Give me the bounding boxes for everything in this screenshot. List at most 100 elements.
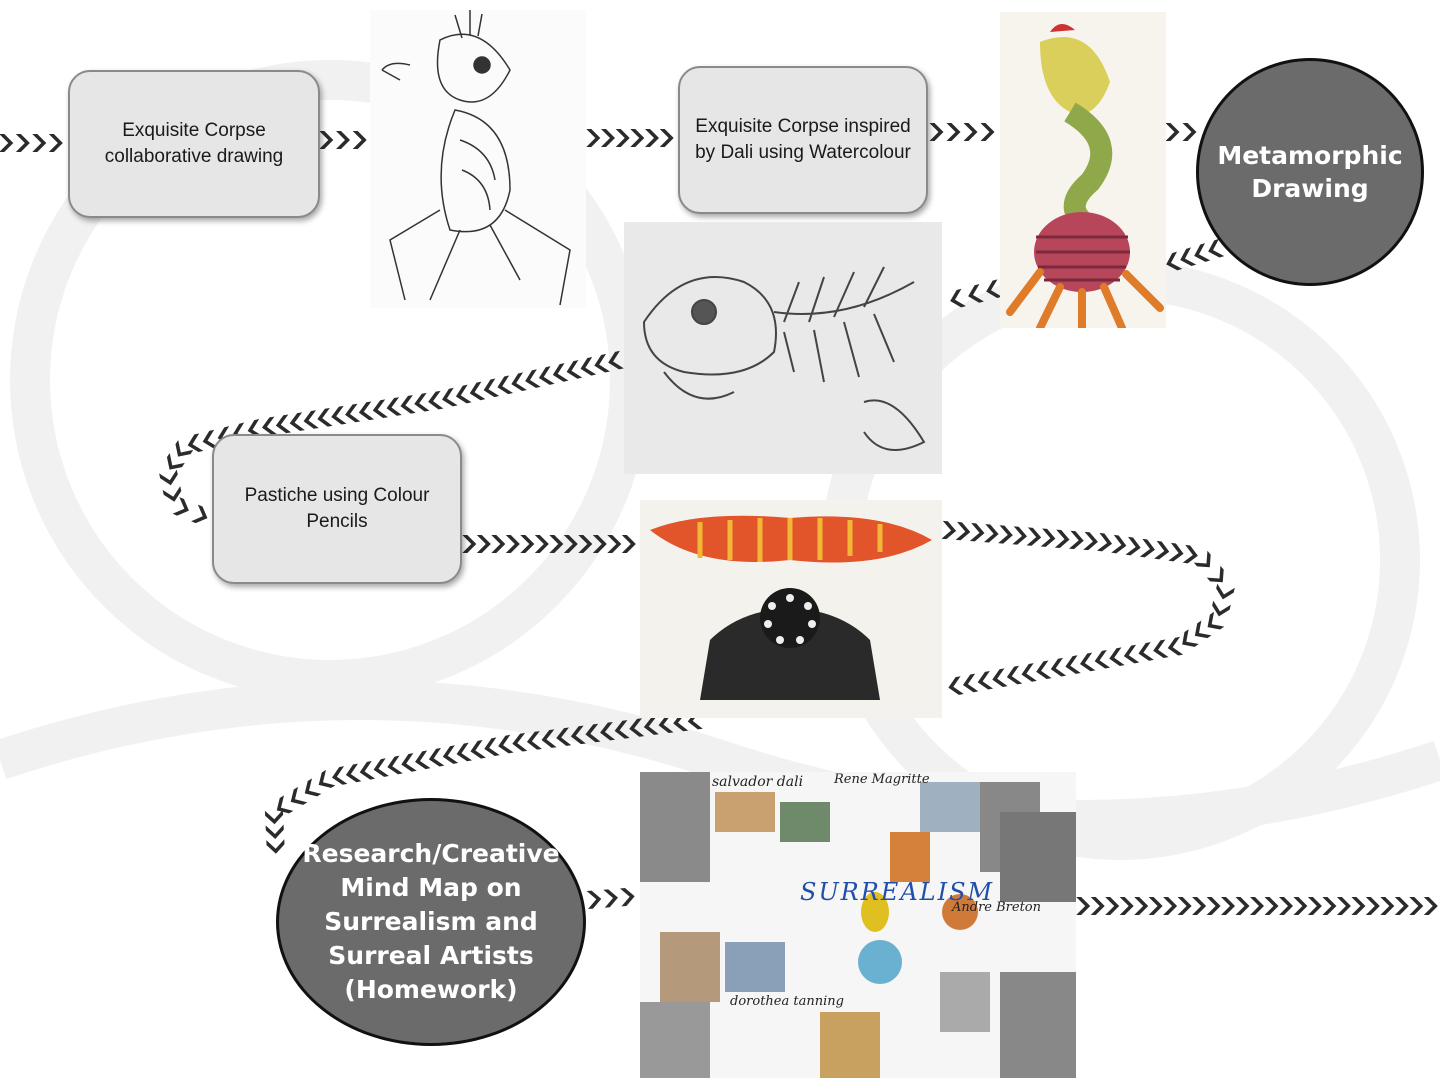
chevron-arrow-icon [1207, 611, 1225, 630]
chevron-arrow-icon [946, 123, 961, 141]
chevron-arrow-icon [585, 723, 601, 743]
chevron-arrow-icon [319, 131, 334, 149]
chevron-arrow-icon [415, 750, 431, 770]
chevron-arrow-icon [1111, 534, 1127, 554]
chevron-arrow-icon [48, 134, 63, 152]
step-label: Pastiche using Colour Pencils [244, 485, 430, 532]
chevron-arrow-icon [265, 824, 284, 839]
chevron-arrow-icon [1040, 528, 1056, 547]
chevron-arrow-icon [352, 131, 367, 149]
chevron-arrow-icon [1006, 665, 1023, 685]
collage-artist-label-breton: Andre Breton [952, 900, 1042, 915]
chevron-arrow-icon [456, 742, 473, 762]
chevron-arrow-icon [955, 521, 971, 541]
chevron-arrow-icon [1322, 897, 1337, 915]
artwork-fish-skeleton-drawing [624, 222, 942, 474]
chevron-arrow-icon [373, 758, 390, 777]
chevron-arrow-icon [264, 809, 284, 825]
chevron-arrow-icon [986, 279, 1002, 299]
chevron-arrow-icon [1105, 897, 1120, 915]
chevron-arrow-icon [563, 535, 578, 553]
chevron-arrow-icon [172, 497, 189, 516]
chevron-arrow-icon [526, 731, 542, 750]
chevron-arrow-icon [1166, 251, 1183, 271]
chevron-arrow-icon [556, 727, 572, 746]
chevron-arrow-icon [191, 504, 208, 524]
chevron-arrow-icon [969, 523, 985, 542]
chevron-arrow-icon [469, 381, 486, 401]
chevron-arrow-icon [1167, 636, 1184, 656]
artwork-exquisite-corpse-sketch [370, 10, 586, 308]
chevron-arrow-icon [266, 839, 285, 854]
chevron-arrow-icon [345, 403, 361, 423]
chevron-arrow-icon [275, 414, 292, 434]
step-metamorphic-drawing: Metamorphic Drawing [1196, 58, 1424, 286]
chevron-arrow-icon [359, 760, 376, 780]
chevron-arrow-icon [520, 535, 535, 553]
chevron-arrow-icon [1250, 897, 1264, 915]
chevron-arrow-icon [1194, 620, 1212, 639]
chevron-arrow-icon [345, 763, 362, 783]
chevron-arrow-icon [620, 888, 635, 907]
collage-title: SURREALISM [800, 878, 995, 906]
chevron-arrow-icon [484, 737, 500, 757]
step-pastiche: Pastiche using Colour Pencils [212, 434, 462, 584]
chevron-arrow-icon [1054, 529, 1070, 548]
chevron-arrow-icon [1380, 897, 1395, 915]
step-label: Exquisite Corpse inspired by Dali using … [695, 116, 911, 163]
chevron-arrow-icon [578, 535, 593, 553]
chevron-arrow-icon [658, 714, 674, 734]
chevron-arrow-icon [498, 734, 514, 754]
chevron-arrow-icon [202, 429, 219, 449]
chevron-arrow-icon [615, 129, 630, 147]
collage-artist-label-dali: salvador dali [712, 774, 804, 790]
chevron-arrow-icon [1125, 536, 1141, 556]
chevron-arrow-icon [1036, 660, 1052, 680]
chevron-arrow-icon [1206, 565, 1224, 583]
chevron-arrow-icon [442, 387, 458, 407]
chevron-arrow-icon [1351, 897, 1366, 915]
chevron-arrow-icon [1182, 629, 1199, 647]
chevron-arrow-icon [1394, 897, 1409, 915]
chevron-arrow-icon [261, 416, 278, 436]
chevron-arrow-icon [1165, 123, 1180, 141]
chevron-arrow-icon [941, 520, 957, 540]
step-research-mind-map: Research/Creative Mind Map on Surrealism… [276, 798, 586, 1046]
chevron-arrow-icon [541, 729, 557, 748]
chevron-arrow-icon [1096, 532, 1113, 552]
chevron-arrow-icon [470, 739, 486, 759]
chevron-arrow-icon [428, 747, 445, 767]
chevron-arrow-icon [15, 134, 30, 152]
chevron-arrow-icon [586, 890, 602, 909]
chevron-arrow-icon [629, 718, 645, 737]
chevron-arrow-icon [1065, 655, 1081, 674]
chevron-arrow-icon [1090, 897, 1105, 915]
chevron-arrow-icon [1109, 647, 1125, 666]
chevron-arrow-icon [401, 753, 417, 772]
chevron-arrow-icon [511, 372, 527, 392]
chevron-arrow-icon [1153, 639, 1169, 659]
chevron-arrow-icon [549, 535, 564, 553]
artwork-lobster-telephone-pastiche [640, 500, 942, 718]
chevron-arrow-icon [566, 360, 583, 379]
chevron-arrow-icon [1423, 897, 1438, 915]
chevron-arrow-icon [1083, 531, 1098, 551]
chevron-arrow-icon [1182, 123, 1197, 141]
chevron-arrow-icon [491, 535, 506, 553]
chevron-arrow-icon [318, 769, 336, 788]
chevron-arrow-icon [998, 525, 1013, 544]
chevron-arrow-icon [980, 123, 995, 141]
chevron-arrow-icon [1076, 897, 1091, 915]
chevron-arrow-icon [1154, 540, 1170, 560]
chevron-arrow-icon [1138, 642, 1154, 661]
step-exquisite-corpse-collaborative: Exquisite Corpse collaborative drawing [68, 70, 320, 218]
chevron-arrow-icon [1163, 897, 1178, 915]
chevron-arrow-icon [968, 284, 984, 303]
chevron-arrow-icon [992, 668, 1008, 687]
chevron-arrow-icon [1409, 897, 1424, 915]
chevron-arrow-icon [607, 535, 622, 553]
chevron-arrow-icon [331, 405, 347, 425]
chevron-arrow-icon [594, 353, 610, 373]
chevron-arrow-icon [512, 733, 528, 752]
